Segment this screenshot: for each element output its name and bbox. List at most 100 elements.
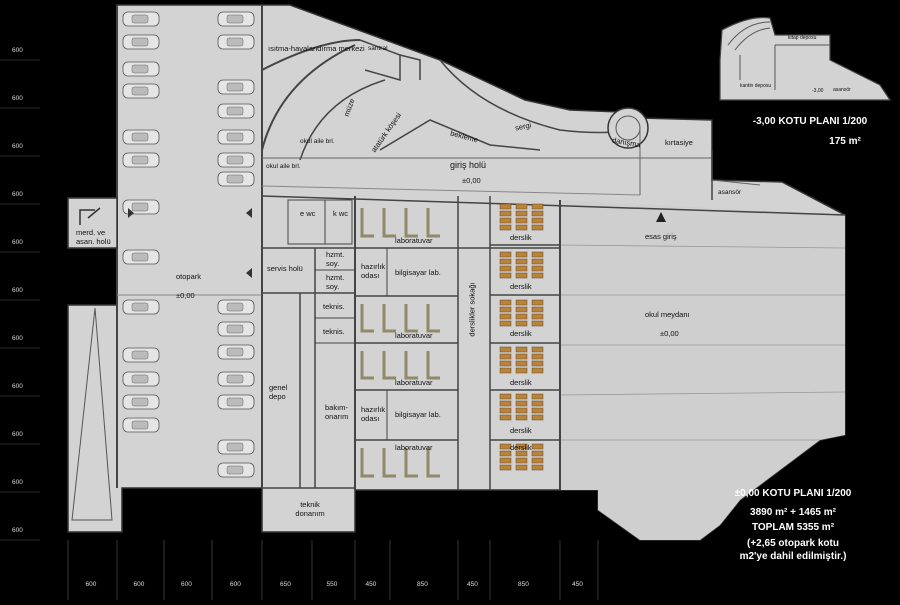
inset-asansor: asansör xyxy=(833,87,851,93)
label-hazirlik-1: hazırlık odası xyxy=(361,262,386,280)
parked-car xyxy=(122,394,160,410)
parked-car xyxy=(217,79,255,95)
parked-car xyxy=(217,152,255,168)
desk xyxy=(499,251,512,258)
desk xyxy=(515,224,528,231)
dim-left-6: 600 xyxy=(12,335,23,342)
label-derslik-6: derslik xyxy=(510,443,532,452)
desk xyxy=(531,258,544,265)
label-derslik-2: derslik xyxy=(510,282,532,291)
desk xyxy=(515,258,528,265)
dim-bottom-3: 600 xyxy=(230,581,241,588)
parked-car xyxy=(217,462,255,478)
dim-bottom-7: 850 xyxy=(417,581,428,588)
inset-kot: -3,00 xyxy=(812,88,824,94)
label-santral: santral xyxy=(368,45,388,52)
label-lab-2: laboratuvar xyxy=(395,331,433,340)
label-teknis-1: teknis. xyxy=(323,302,345,311)
dim-bottom-2: 600 xyxy=(181,581,192,588)
wc-block xyxy=(287,199,353,245)
desk xyxy=(499,367,512,374)
desk xyxy=(499,224,512,231)
desk xyxy=(515,306,528,313)
desk xyxy=(515,450,528,457)
desk xyxy=(531,251,544,258)
label-esas-giris: esas giriş xyxy=(645,232,677,241)
desk xyxy=(515,203,528,210)
desk xyxy=(531,400,544,407)
dim-bottom-1: 600 xyxy=(133,581,145,588)
desk xyxy=(499,443,512,450)
dim-bottom-8: 450 xyxy=(467,581,478,588)
desk xyxy=(515,400,528,407)
label-k-wc: k wc xyxy=(333,209,348,218)
lab-bench xyxy=(382,304,396,333)
label-hzmt-2: hzmt. soy. xyxy=(326,273,345,291)
label-isitma: ısıtma-havalandırma merkezi xyxy=(268,44,365,53)
desk xyxy=(515,299,528,306)
label-derslikler-sokagi: derslikler sokağı xyxy=(467,282,477,337)
label-otopark: otopark xyxy=(176,272,202,281)
desk xyxy=(499,320,512,327)
lab-bench xyxy=(382,351,396,380)
desk xyxy=(499,457,512,464)
desk xyxy=(499,346,512,353)
desk xyxy=(515,217,528,224)
dim-bottom-5: 550 xyxy=(326,581,338,588)
caption-plan-minus3: -3,00 KOTU PLANI 1/200 xyxy=(752,116,868,127)
desk xyxy=(499,450,512,457)
desk xyxy=(531,353,544,360)
dim-left-0: 600 xyxy=(12,47,23,54)
label-bakim: bakım- onarım xyxy=(325,403,349,421)
label-okul-aile-2: okul aile brl. xyxy=(266,163,301,170)
label-teknis-2: teknis. xyxy=(323,327,345,336)
desk xyxy=(499,203,512,210)
lab-benches xyxy=(360,208,440,478)
parked-car xyxy=(217,439,255,455)
desk xyxy=(499,217,512,224)
dim-left-9: 600 xyxy=(12,479,23,486)
lab-bench xyxy=(360,208,374,238)
label-okul-aile-1: okul aile brl. xyxy=(300,138,335,145)
parked-car xyxy=(122,199,160,215)
desk xyxy=(515,393,528,400)
desk xyxy=(531,272,544,279)
desk xyxy=(515,353,528,360)
dim-left-10: 600 xyxy=(12,527,23,534)
desk xyxy=(515,443,528,450)
parked-car xyxy=(217,394,255,410)
label-teknik: teknik donanım xyxy=(295,500,325,518)
parked-car xyxy=(217,344,255,360)
inset-kitap: kitap deposu xyxy=(788,35,817,41)
lab-bench xyxy=(426,304,440,333)
label-meydan-kot: ±0,00 xyxy=(660,329,679,338)
parked-car xyxy=(217,371,255,387)
desk xyxy=(531,299,544,306)
desk xyxy=(499,464,512,471)
desk xyxy=(531,265,544,272)
desk xyxy=(499,353,512,360)
parked-car xyxy=(217,299,255,315)
dim-left-8: 600 xyxy=(12,431,23,438)
desk xyxy=(515,251,528,258)
lab-bench xyxy=(404,304,418,333)
desk xyxy=(499,306,512,313)
desk xyxy=(531,457,544,464)
desk xyxy=(515,464,528,471)
label-derslik-5: derslik xyxy=(510,426,532,435)
desk xyxy=(531,414,544,421)
label-giris-holu: giriş holü xyxy=(450,160,487,170)
desk xyxy=(515,320,528,327)
desk xyxy=(499,393,512,400)
label-e-wc: e wc xyxy=(300,209,316,218)
parked-car xyxy=(217,321,255,337)
dim-bottom-6: 450 xyxy=(365,581,377,588)
desk xyxy=(531,320,544,327)
caption-area: 3890 m² + 1465 m² xyxy=(750,507,836,518)
dim-bottom-4: 650 xyxy=(280,581,291,588)
label-lab-1: laboratuvar xyxy=(395,236,433,245)
desk xyxy=(515,210,528,217)
desk xyxy=(499,400,512,407)
label-derslik-1: derslik xyxy=(510,233,532,242)
